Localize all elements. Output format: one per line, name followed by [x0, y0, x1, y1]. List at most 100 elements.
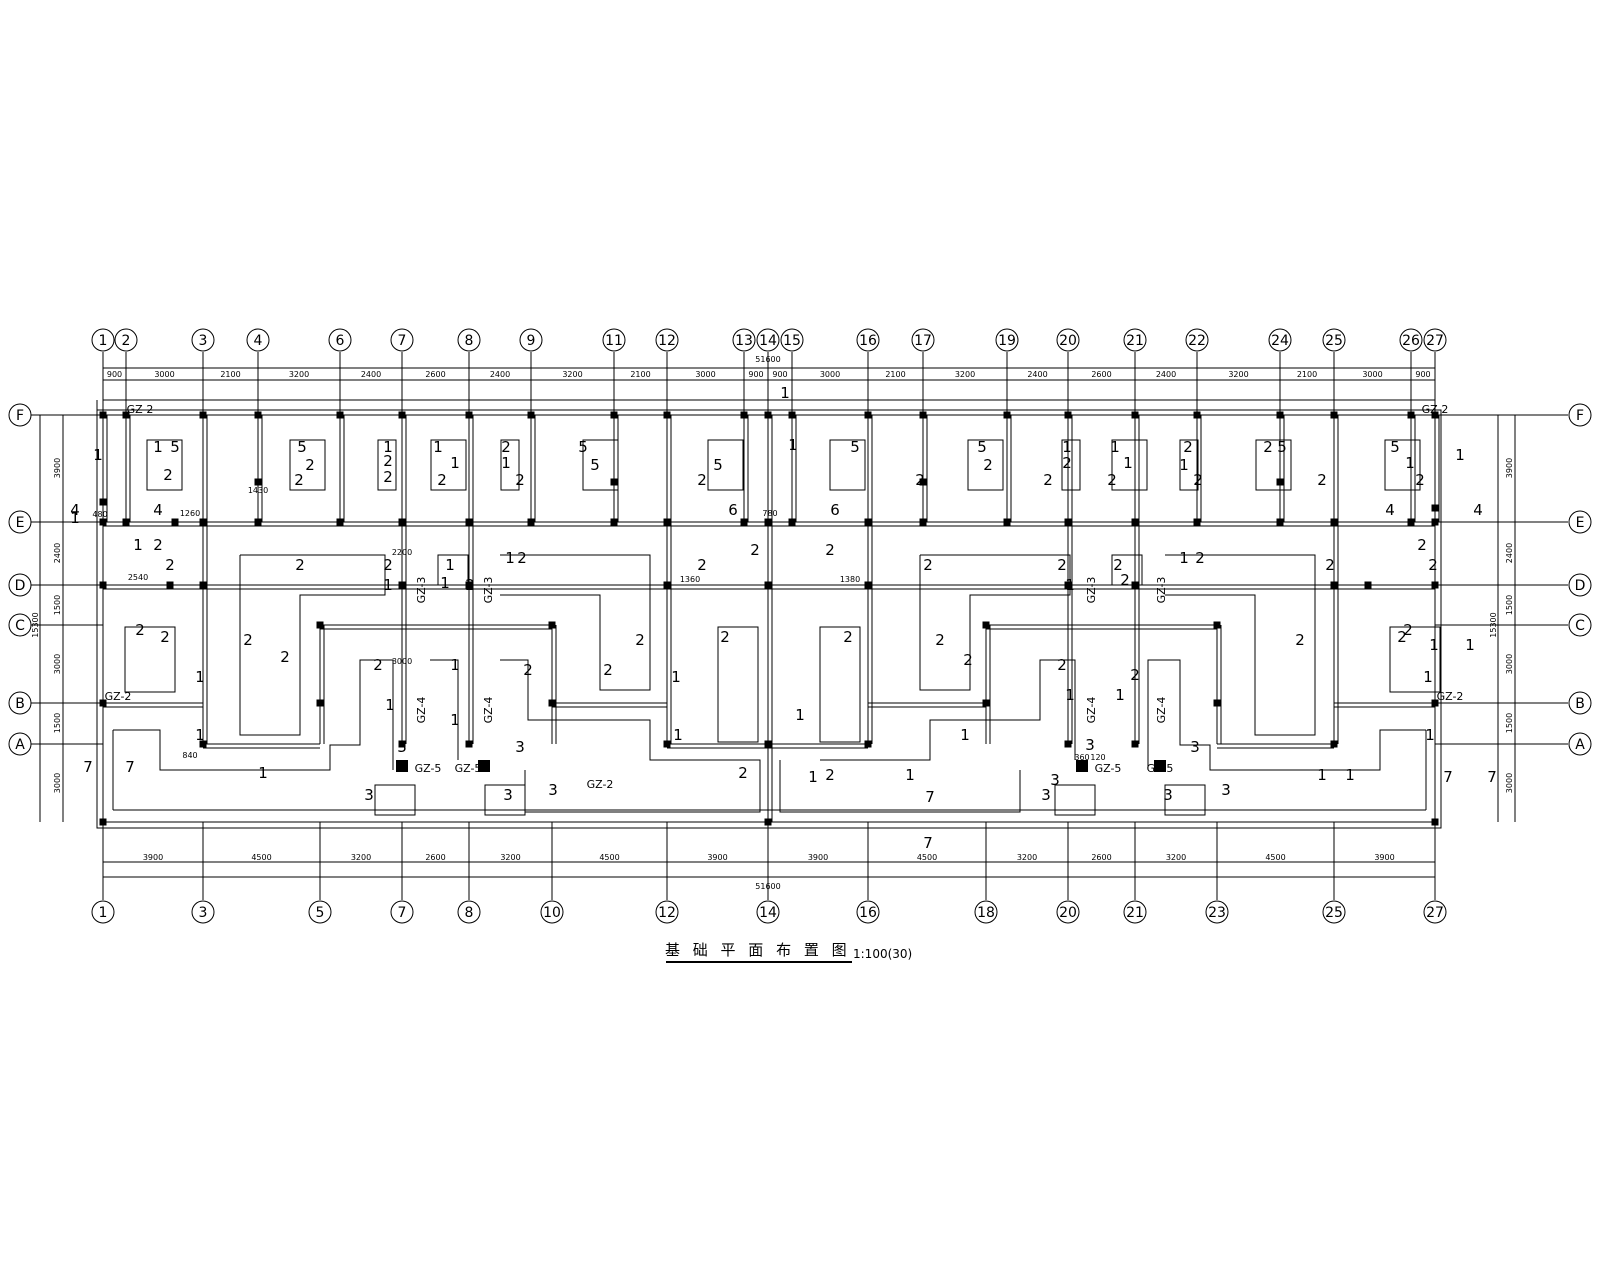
foundation-number: 2: [1317, 471, 1327, 489]
axis-bubble-left: B: [15, 696, 25, 712]
foundation-number: 5: [297, 438, 307, 456]
axis-bubble-right-circle: [1568, 732, 1592, 756]
axis-bubble-bottom: 18: [977, 905, 995, 921]
axis-bubble-top: 16: [859, 333, 877, 349]
axis-bubble-top: 21: [1126, 333, 1144, 349]
axis-bubble-top: 17: [914, 333, 932, 349]
foundation-number: 1: [673, 726, 683, 744]
foundation-number: 2: [915, 471, 925, 489]
foundation-number: 2: [1113, 556, 1123, 574]
tag-gz4: GZ-4: [1085, 697, 1098, 724]
tag-gz5: GZ-5: [1147, 762, 1174, 775]
dim-text-top: 900: [1415, 370, 1430, 379]
dim-text-local: 840: [182, 751, 197, 760]
dim-text-side-right: 1500: [1505, 713, 1514, 733]
foundation-number: 3: [397, 738, 407, 756]
dim-text-top: 3200: [1228, 370, 1248, 379]
foundation-number: 5: [850, 438, 860, 456]
footing-outline: [967, 439, 1004, 491]
footing-outline: [377, 439, 397, 491]
column: [99, 498, 107, 506]
axis-bubble-top: 3: [199, 333, 208, 349]
axis-bubble-left: C: [15, 618, 25, 634]
dim-text-bottom: 3900: [143, 853, 163, 862]
axis-bubble-bottom-circle: [1205, 900, 1229, 924]
dim-text-bottom: 3200: [351, 853, 371, 862]
dim-text-local: 360: [1074, 753, 1089, 762]
column: [548, 699, 556, 707]
axis-bubble-top: 14: [759, 333, 777, 349]
dim-text-side-left: 2400: [53, 543, 62, 563]
axis-bubble-top: 24: [1271, 333, 1289, 349]
foundation-number: 7: [1487, 768, 1497, 786]
foundation-number: 2: [373, 656, 383, 674]
foundation-number: 2: [1107, 471, 1117, 489]
foundation-number: 1: [501, 454, 511, 472]
axis-bubble-bottom: 3: [199, 905, 208, 921]
axis-bubble-top-circle: [655, 328, 679, 352]
column: [1213, 699, 1221, 707]
foundation-number: 5: [578, 438, 588, 456]
foundation-number: 3: [1050, 771, 1060, 789]
foundation-number: 1: [1179, 456, 1189, 474]
axis-bubble-bottom-circle: [756, 900, 780, 924]
foundation-number: 2: [983, 456, 993, 474]
dim-text-local: 480: [92, 510, 107, 519]
dim-text-top: 3000: [820, 370, 840, 379]
axis-bubble-top: 7: [398, 333, 407, 349]
foundation-number: 2: [437, 471, 447, 489]
column: [398, 740, 406, 748]
foundation-number: 2: [1062, 454, 1072, 472]
drawing-scale: 1:100(30): [853, 947, 912, 961]
tag-gz2: GZ-2: [587, 778, 614, 791]
column: [548, 621, 556, 629]
column: [663, 581, 671, 589]
foundation-number: 1: [450, 656, 460, 674]
column: [919, 518, 927, 526]
foundation-number: 3: [515, 738, 525, 756]
dim-text-bottom: 4500: [917, 853, 937, 862]
dim-text-top: 2400: [361, 370, 381, 379]
foundation-number: 1: [385, 696, 395, 714]
foundation-number: 2: [1428, 556, 1438, 574]
foundation-number: 6: [728, 501, 738, 519]
foundation-number: 5: [977, 438, 987, 456]
column: [864, 581, 872, 589]
tag-gz2: GZ-2: [1422, 403, 1449, 416]
foundation-number: 5: [1390, 438, 1400, 456]
foundation-number: 2: [160, 628, 170, 646]
foundation-number: 1: [450, 454, 460, 472]
foundation-number: 2: [465, 576, 475, 594]
axis-bubble-left-circle: [8, 613, 32, 637]
dim-text-local: 1360: [680, 575, 700, 584]
axis-bubble-top: 13: [735, 333, 753, 349]
axis-bubble-left: D: [15, 578, 26, 594]
dim-text-side-left: 1500: [53, 713, 62, 733]
column: [982, 621, 990, 629]
column: [740, 518, 748, 526]
tag-gz5: GZ-5: [455, 762, 482, 775]
stair-footing: [1164, 784, 1206, 816]
column: [316, 621, 324, 629]
foundation-number: 1: [433, 438, 443, 456]
column-large: [1076, 760, 1088, 772]
foundation-number: 2: [295, 556, 305, 574]
column: [919, 478, 927, 486]
foundation-number: 5: [590, 456, 600, 474]
footing-outline: [124, 626, 176, 693]
axis-bubble-bottom: 25: [1325, 905, 1343, 921]
axis-bubble-top-circle: [911, 328, 935, 352]
column-large: [396, 760, 408, 772]
axis-bubble-bottom: 16: [859, 905, 877, 921]
foundation-number: 2: [135, 621, 145, 639]
axis-bubble-top-circle: [995, 328, 1019, 352]
foundation-number: 1: [440, 574, 450, 592]
column: [1064, 518, 1072, 526]
tag-gz2: GZ-2: [105, 690, 132, 703]
dim-text-top: 900: [772, 370, 787, 379]
axis-bubble-right-circle: [1568, 573, 1592, 597]
axis-bubble-top-circle: [457, 328, 481, 352]
axis-bubble-right: F: [1576, 408, 1584, 424]
foundation-number: 1: [258, 764, 268, 782]
